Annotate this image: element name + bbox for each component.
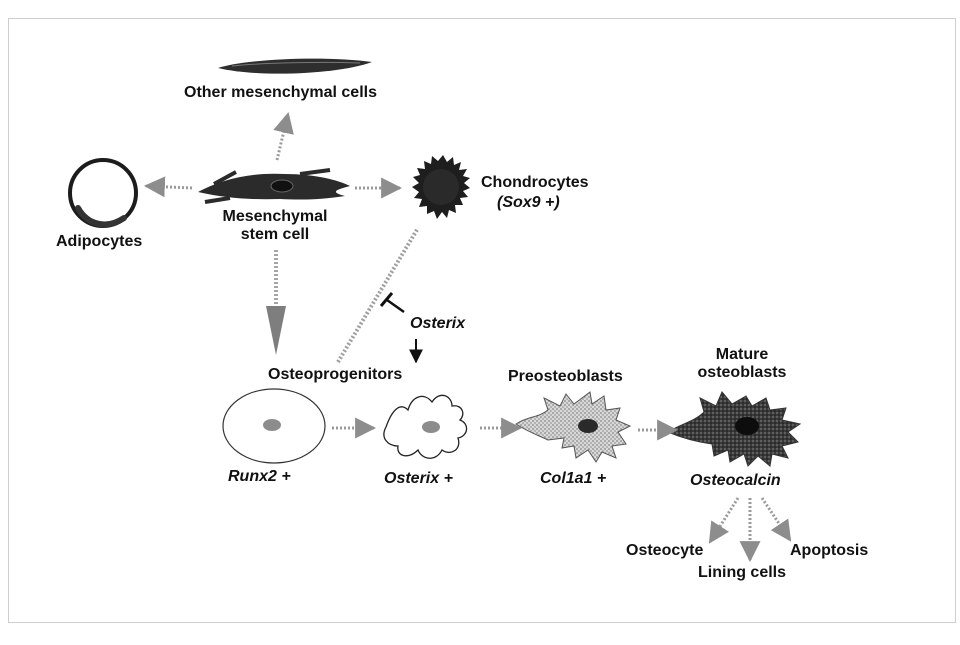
label-osteoprogenitors: Osteoprogenitors [268,366,402,384]
label-chondrocytes: Chondrocytes [481,174,589,192]
path-osteoprogenitor-to-chondrocyte [338,228,418,362]
adipocyte-cell [70,160,136,226]
label-mature-line2: osteoblasts [672,364,812,382]
osterix-inhibition-symbol [381,293,404,312]
label-mesenchymal-stem-cell: Mesenchymal stem cell [200,208,350,244]
label-osteocalcin-marker: Osteocalcin [690,472,781,490]
label-msc-line2: stem cell [200,226,350,244]
arrow-msc-to-adipocyte [146,186,192,188]
arrow-msc-to-osteoprogenitors [266,250,286,355]
mesenchymal-stem-cell [198,170,350,202]
label-apoptosis: Apoptosis [790,542,868,560]
osterix-osteoprogenitor-cell [384,395,467,458]
runx2-osteoprogenitor-cell [223,389,325,463]
mature-osteoblast-cell [668,392,800,466]
arrow-to-osteocyte [710,498,738,542]
other-mesenchymal-cell [218,59,372,74]
label-sox9: (Sox9 +) [497,194,560,212]
label-runx2-marker: Runx2 + [228,468,291,486]
label-col1a1-marker: Col1a1 + [540,470,606,488]
label-osterix-marker: Osterix + [384,470,453,488]
label-preosteoblasts: Preosteoblasts [508,368,623,386]
preosteoblast-cell [516,392,630,462]
label-mature-line1: Mature [672,346,812,364]
label-mature-osteoblasts: Mature osteoblasts [672,346,812,382]
label-msc-line1: Mesenchymal [200,208,350,226]
arrow-msc-to-other [277,114,288,160]
label-lining-cells: Lining cells [698,564,786,582]
label-osterix-regulator: Osterix [410,315,465,333]
label-other-mesenchymal-cells: Other mesenchymal cells [184,84,377,102]
label-adipocytes: Adipocytes [56,233,142,251]
arrow-to-apoptosis [762,498,790,540]
label-osteocyte: Osteocyte [626,542,703,560]
chondrocyte-cell [412,155,470,219]
